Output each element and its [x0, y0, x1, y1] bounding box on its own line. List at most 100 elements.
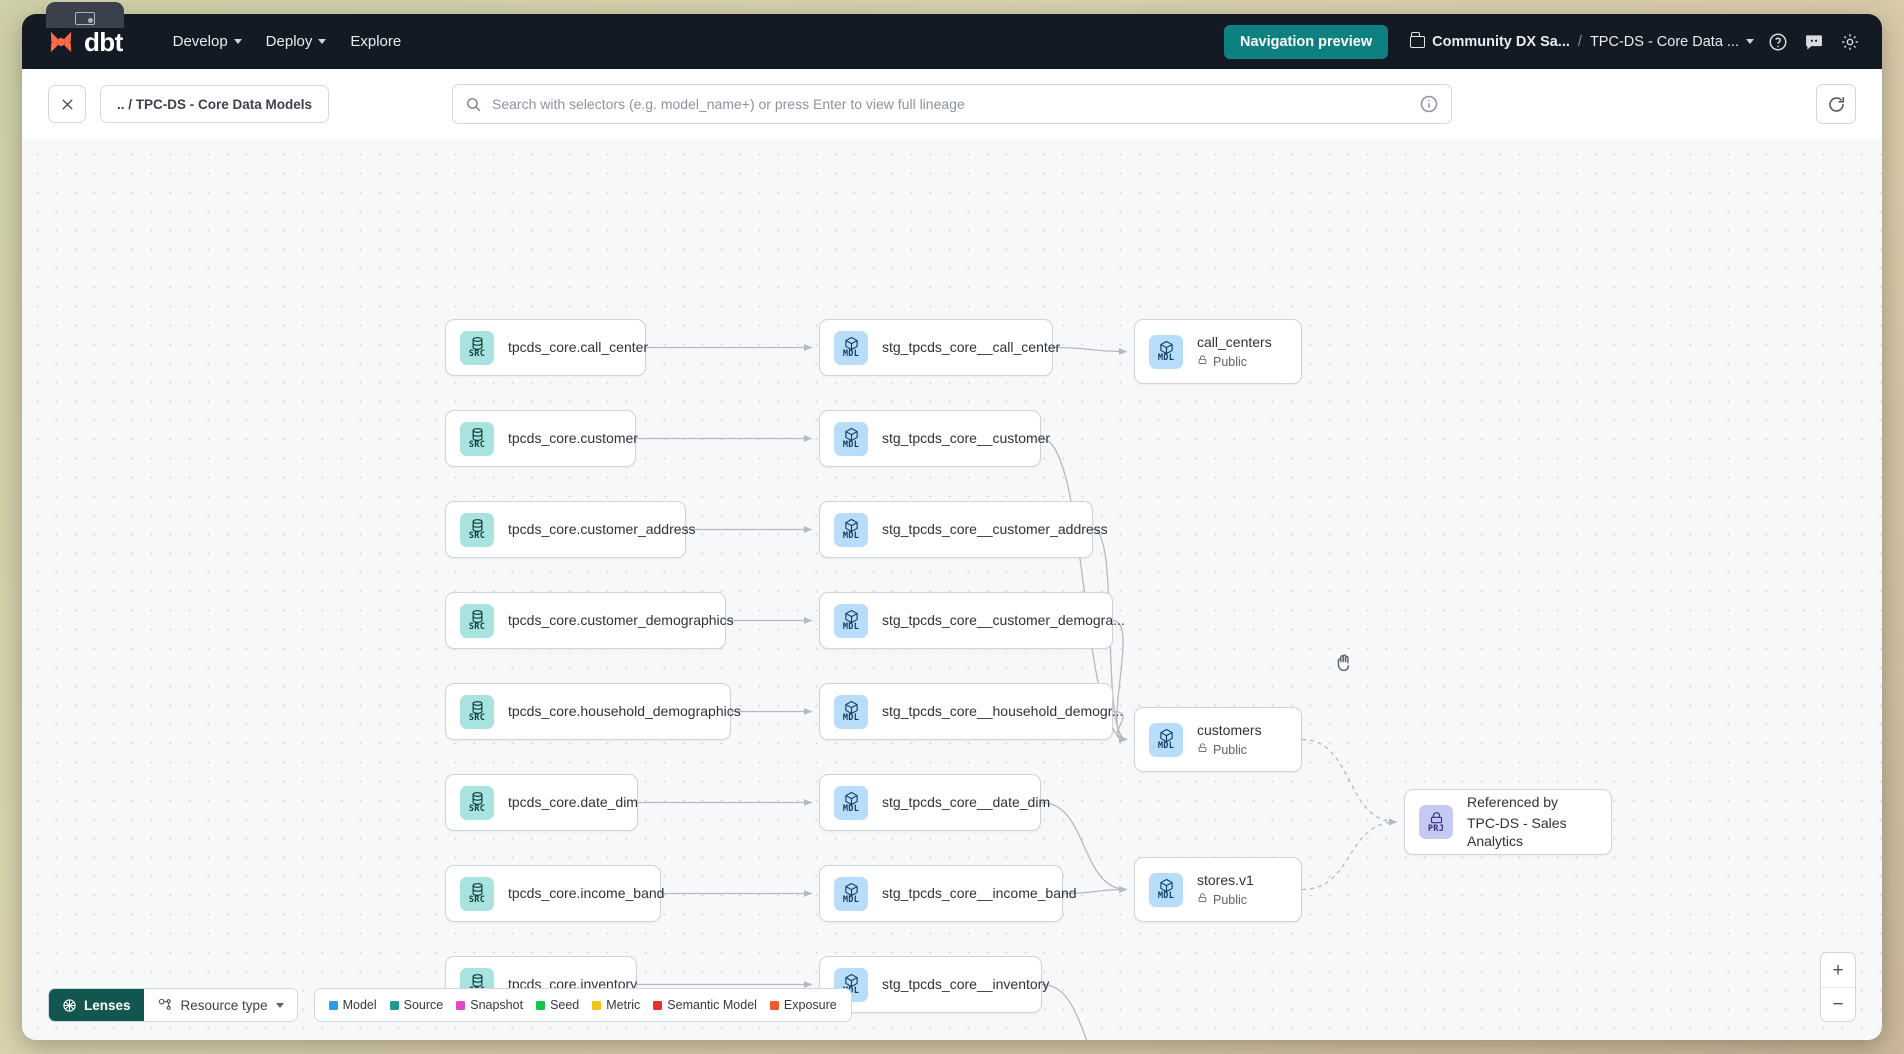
mdl-badge-icon: MDL	[834, 603, 868, 638]
lenses-icon	[63, 998, 76, 1012]
legend-item-semantic-model[interactable]: Semantic Model	[653, 998, 757, 1012]
node-title: customers	[1197, 721, 1262, 738]
lenses-group: Lenses Resource type	[48, 988, 298, 1022]
legend-item-model[interactable]: Model	[328, 998, 377, 1012]
breadcrumb-separator: /	[1577, 33, 1582, 50]
legend-item-snapshot[interactable]: Snapshot	[456, 998, 523, 1012]
node-title: stg_tpcds_core__income_band	[882, 885, 1077, 902]
nav-deploy[interactable]: Deploy	[254, 26, 339, 57]
resource-type-dropdown[interactable]: Resource type	[143, 989, 297, 1021]
node-subtitle-label: Public	[1213, 892, 1248, 907]
refresh-graph-button[interactable]	[1816, 84, 1856, 124]
gear-icon[interactable]	[1838, 30, 1862, 54]
lock-icon	[1197, 742, 1208, 759]
chevron-down-icon	[1746, 39, 1754, 44]
legend-label: Semantic Model	[667, 998, 757, 1012]
legend-item-source[interactable]: Source	[389, 998, 443, 1012]
src-badge-icon: SRC	[460, 785, 494, 820]
chevron-down-icon	[233, 39, 242, 44]
nav-explore-label: Explore	[350, 33, 402, 50]
browser-tab-nub[interactable]	[46, 2, 124, 28]
node-texts: tpcds_core.customer_address	[508, 520, 696, 539]
folder-icon	[1410, 32, 1426, 48]
breadcrumb-account[interactable]: Community DX Sa...	[1410, 32, 1570, 50]
mdl-badge-icon: MDL	[834, 876, 868, 911]
dbt-mark-icon	[46, 27, 76, 57]
node-subtitle: Public	[1197, 742, 1262, 759]
zoom-out-button[interactable]: −	[1821, 987, 1855, 1021]
node-title: stg_tpcds_core__date_dim	[882, 794, 1051, 811]
help-icon[interactable]	[1766, 30, 1790, 54]
legend-item-exposure[interactable]: Exposure	[769, 998, 837, 1012]
node-texts: tpcds_core.customer_demographics	[508, 611, 734, 630]
src-badge-icon: SRC	[460, 694, 494, 729]
src-badge-icon: SRC	[460, 603, 494, 638]
header-breadcrumb: Community DX Sa... / TPC-DS - Core Data …	[1410, 32, 1754, 50]
node-title: tpcds_core.income_band	[508, 885, 665, 902]
pan-hand-cursor-icon	[1333, 652, 1355, 674]
node-texts: tpcds_core.call_center	[508, 338, 648, 357]
node-texts: stg_tpcds_core__customer	[882, 429, 1050, 448]
legend-item-metric[interactable]: Metric	[592, 998, 640, 1012]
edge-mdl-stg-customer-demographics-to-mdl-customers	[1112, 619, 1128, 744]
breadcrumb-account-label: Community DX Sa...	[1432, 33, 1570, 50]
node-title: stg_tpcds_core__inventory	[882, 976, 1050, 993]
node-subtitle: TPC-DS - Sales Analytics	[1467, 814, 1595, 852]
mdl-badge-icon: MDL	[834, 421, 868, 456]
edge-mdl-stores-v1-to-prj-sales-analytics	[1301, 818, 1398, 891]
graph-node-mdl-stg-customer[interactable]: MDL stg_tpcds_core__customer	[819, 410, 1050, 467]
search-bar[interactable]	[452, 84, 1452, 124]
feedback-icon[interactable]	[1802, 30, 1826, 54]
navigation-preview-button[interactable]: Navigation preview	[1223, 24, 1389, 59]
legend-swatch	[536, 1000, 546, 1010]
zoom-in-button[interactable]: +	[1832, 959, 1844, 981]
mdl-badge-icon: MDL	[1149, 872, 1183, 907]
node-subtitle: Public	[1197, 892, 1254, 909]
close-lineage-button[interactable]	[48, 85, 86, 123]
node-texts: stg_tpcds_core__inventory	[882, 975, 1050, 994]
mdl-badge-icon: MDL	[1149, 722, 1183, 757]
dbt-logo[interactable]: dbt	[46, 27, 123, 57]
nav-develop-label: Develop	[172, 33, 228, 50]
node-subtitle: Public	[1197, 354, 1272, 371]
src-badge-icon: SRC	[460, 421, 494, 456]
legend-label: Model	[342, 998, 377, 1012]
nav-develop[interactable]: Develop	[161, 26, 254, 57]
lenses-button[interactable]: Lenses	[49, 989, 144, 1021]
dbt-wordmark: dbt	[84, 26, 123, 57]
search-input[interactable]	[492, 96, 1409, 112]
canvas-breadcrumb-chip[interactable]: .. / TPC-DS - Core Data Models	[100, 85, 330, 123]
nav-explore[interactable]: Explore	[338, 26, 413, 57]
breadcrumb-project[interactable]: TPC-DS - Core Data ...	[1590, 34, 1754, 50]
edge-mdl-customers-to-prj-sales-analytics	[1301, 738, 1398, 826]
node-title: stg_tpcds_core__customer_address	[882, 521, 1108, 538]
graph-node-src-customer-demographics[interactable]: SRC tpcds_core.customer_demographics	[445, 592, 734, 649]
info-icon[interactable]	[1419, 94, 1439, 114]
graph-node-mdl-stg-income-band[interactable]: MDL stg_tpcds_core__income_band	[819, 865, 1077, 922]
top-navigation-bar: dbt Develop Deploy Explore Navigation pr…	[22, 14, 1882, 69]
node-title: stores.v1	[1197, 871, 1254, 888]
legend-item-seed[interactable]: Seed	[536, 998, 579, 1012]
legend-swatch	[653, 1000, 663, 1010]
chevron-down-icon	[318, 39, 327, 44]
breadcrumb-project-label: TPC-DS - Core Data ...	[1589, 33, 1739, 50]
